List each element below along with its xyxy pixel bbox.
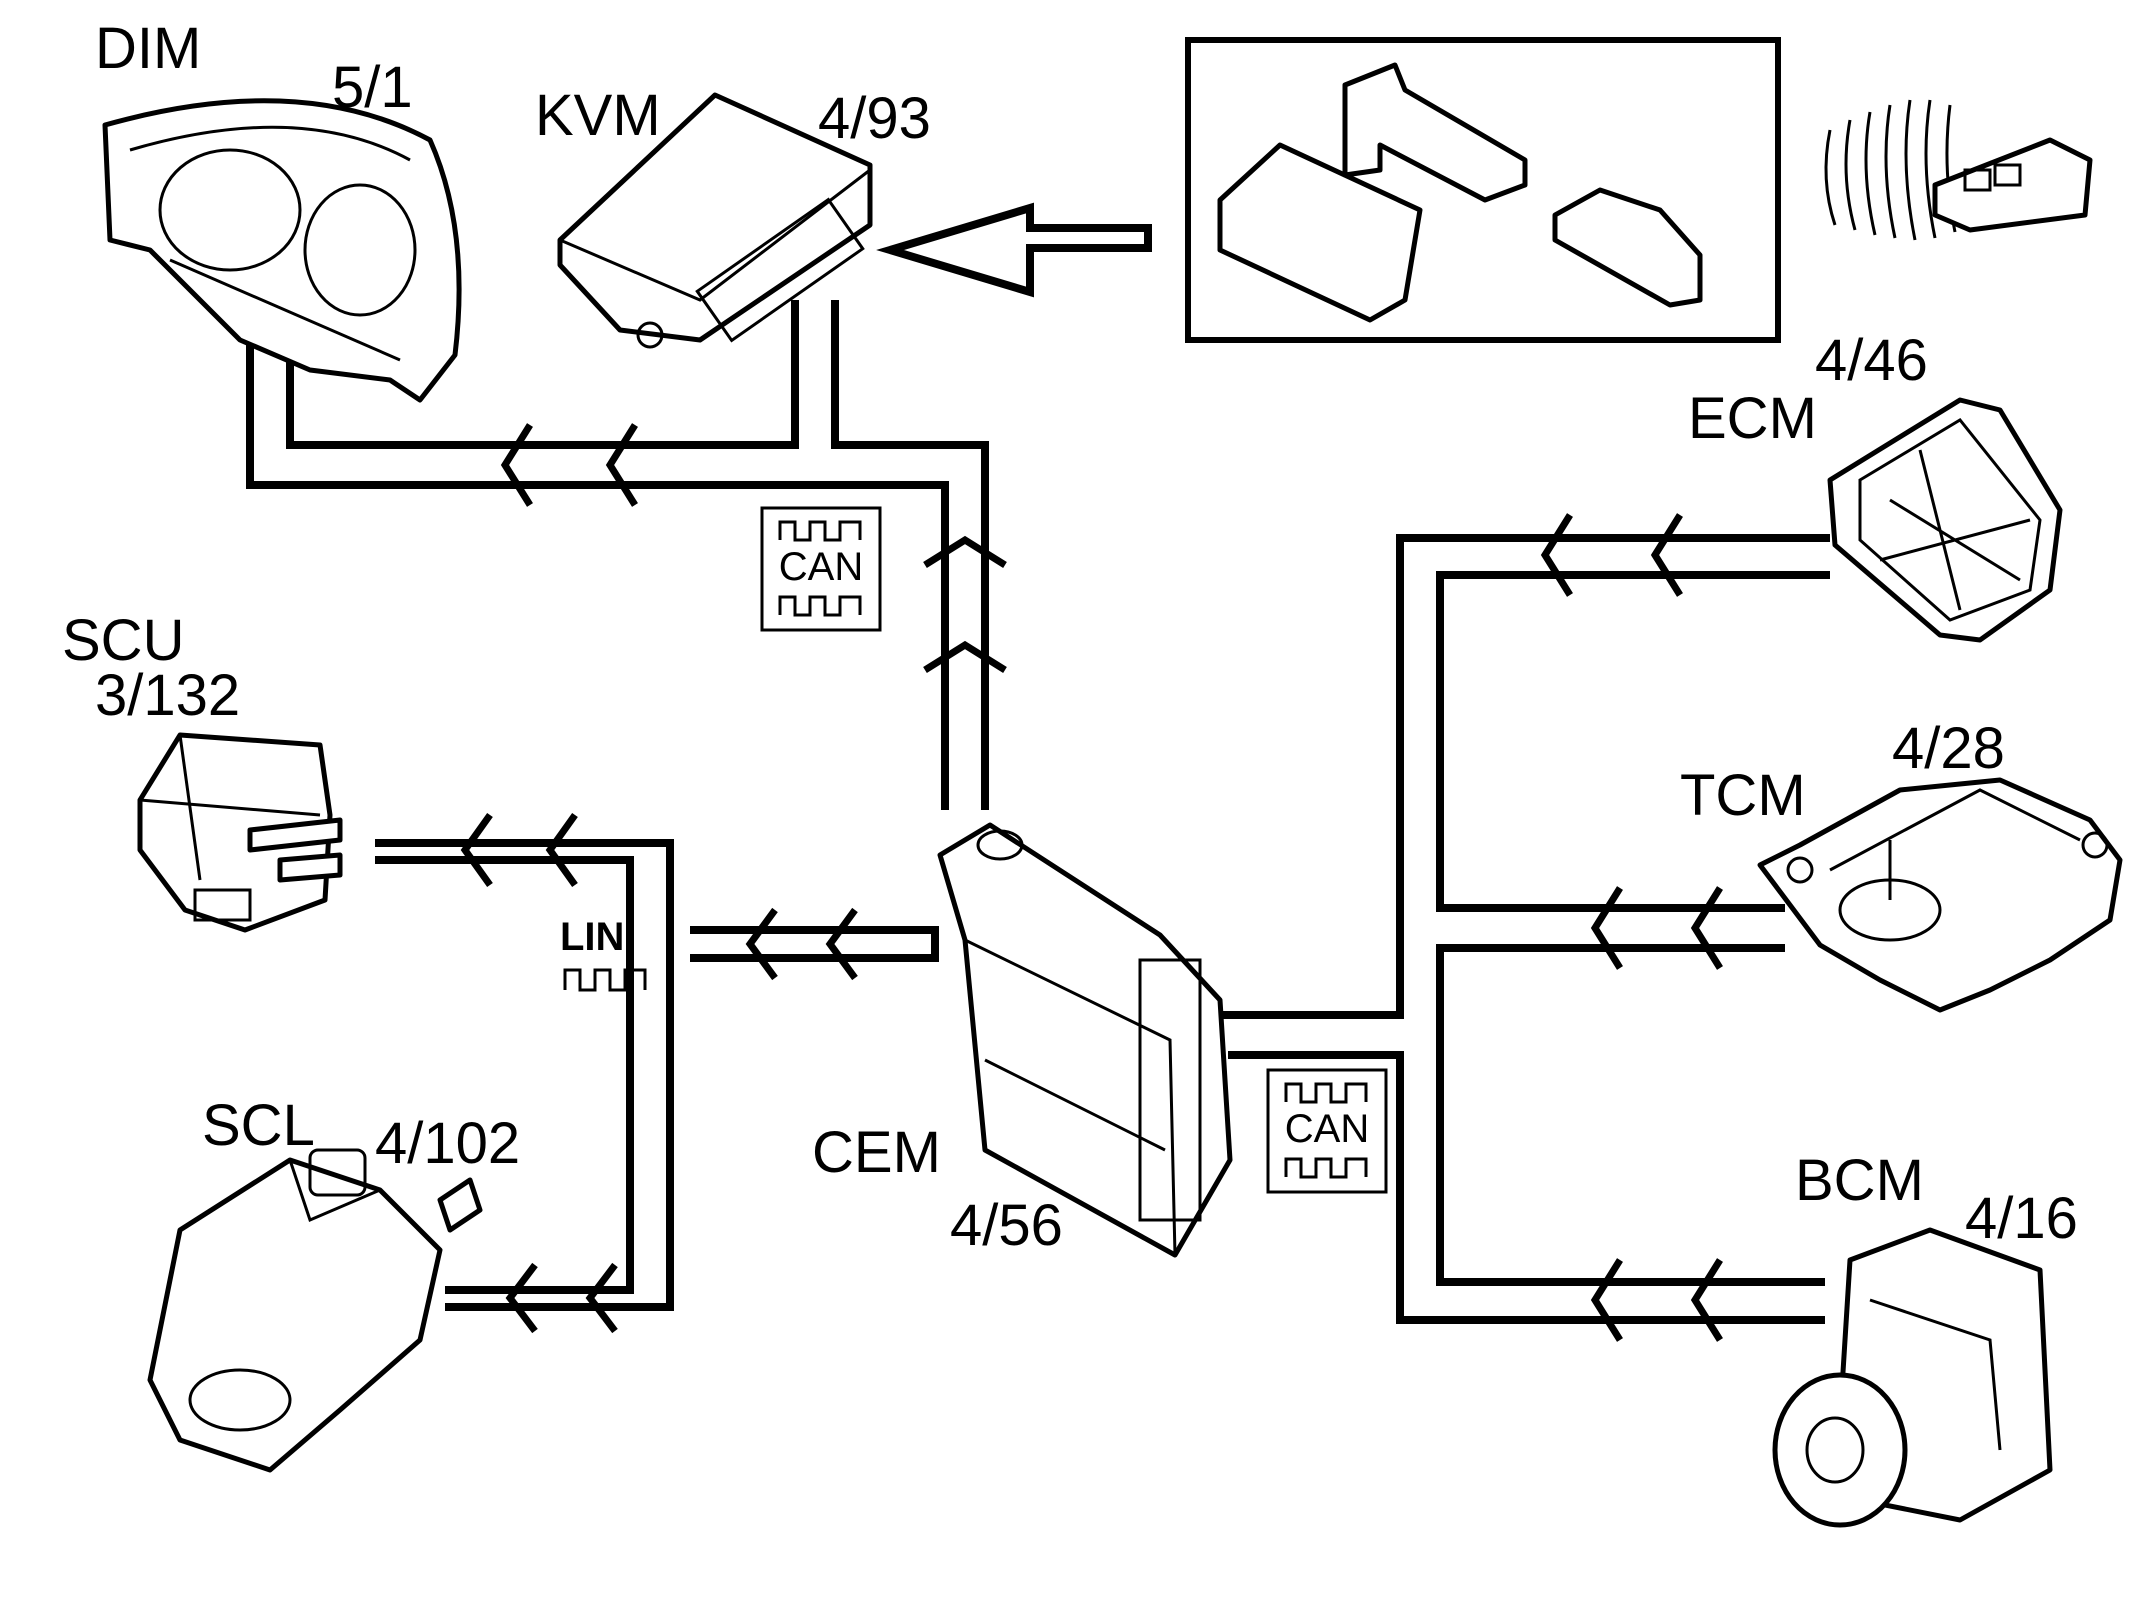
tcm-ref-label: 4/28	[1892, 716, 2005, 781]
wire-tcm-inner	[1436, 944, 1825, 1286]
can-label-top: CAN	[779, 545, 863, 589]
wire-antenna-to-kvm	[876, 202, 1152, 298]
can-label-right: CAN	[1285, 1107, 1369, 1151]
tcm-name-label: TCM	[1680, 763, 1806, 828]
dim-instrument-cluster-icon	[102, 98, 462, 403]
arrow-dim-2	[605, 423, 638, 507]
scu-name-label: SCU	[62, 608, 184, 673]
bcm-module-icon	[1772, 1227, 2053, 1528]
arrow-scu-1	[460, 812, 493, 888]
dim-name-label: DIM	[95, 16, 201, 81]
scl-module-icon	[147, 1148, 483, 1473]
arrow-ecm-1	[1540, 513, 1573, 597]
lin-badge: LIN	[560, 915, 647, 992]
kvm-ref-label: 4/93	[818, 86, 931, 151]
bcm-name-label: BCM	[1795, 1148, 1924, 1213]
wire-kvm-down	[831, 300, 989, 810]
arrow-dim-1	[500, 423, 533, 507]
bus-arrows	[460, 423, 1723, 1342]
immobilizer-antenna-box	[1185, 37, 1781, 343]
arrow-lin-cem-2	[825, 907, 858, 981]
remote-key-fob-icon	[1824, 99, 2093, 241]
scl-ref-label: 4/102	[375, 1111, 520, 1176]
arrow-kvm-down-2	[923, 640, 1007, 673]
arrow-ecm-2	[1650, 513, 1683, 597]
kvm-module-icon	[557, 92, 873, 349]
cem-ref-label: 4/56	[950, 1193, 1063, 1258]
wire-cem-right-top	[1218, 534, 1830, 1019]
arrow-tcm-2	[1690, 886, 1723, 970]
wire-scu-outer	[375, 839, 674, 1311]
arrow-tcm-1	[1590, 886, 1623, 970]
scl-name-label: SCL	[202, 1093, 315, 1158]
kvm-name-label: KVM	[535, 83, 661, 148]
arrow-bcm-2	[1690, 1258, 1723, 1342]
arrow-lin-cem-1	[745, 907, 778, 981]
arrow-scu-2	[545, 812, 578, 888]
arrow-kvm-down-1	[923, 535, 1007, 568]
bus-wiring	[246, 202, 1830, 1324]
wire-scu-inner	[375, 856, 634, 1294]
ecm-name-label: ECM	[1688, 386, 1817, 451]
bcm-ref-label: 4/16	[1965, 1186, 2078, 1251]
scu-ref-label: 3/132	[95, 663, 240, 728]
cem-module-icon	[937, 822, 1233, 1258]
wire-cem-right-bottom	[1228, 1051, 1825, 1324]
dim-ref-label: 5/1	[332, 55, 413, 120]
can-badge-right: CAN	[1266, 1068, 1388, 1194]
arrow-bcm-1	[1590, 1258, 1623, 1342]
arrow-scl-2	[585, 1262, 618, 1334]
wire-lin-to-cem-top	[690, 926, 939, 962]
wire-dim-outer	[246, 340, 949, 810]
tcm-module-icon	[1757, 777, 2123, 1013]
cem-name-label: CEM	[812, 1120, 941, 1185]
module-labels: DIM 5/1 KVM 4/93 SCU 3/132 SCL 4/102 CEM…	[62, 16, 2078, 1258]
arrow-scl-1	[505, 1262, 538, 1334]
ecm-ref-label: 4/46	[1815, 328, 1928, 393]
wire-ecm-inner	[1436, 571, 1830, 912]
lin-label: LIN	[560, 915, 624, 959]
scu-module-icon	[137, 732, 343, 933]
ecm-module-icon	[1827, 397, 2063, 643]
can-badge-top: CAN	[760, 506, 882, 632]
wire-dim-inner	[286, 300, 799, 449]
